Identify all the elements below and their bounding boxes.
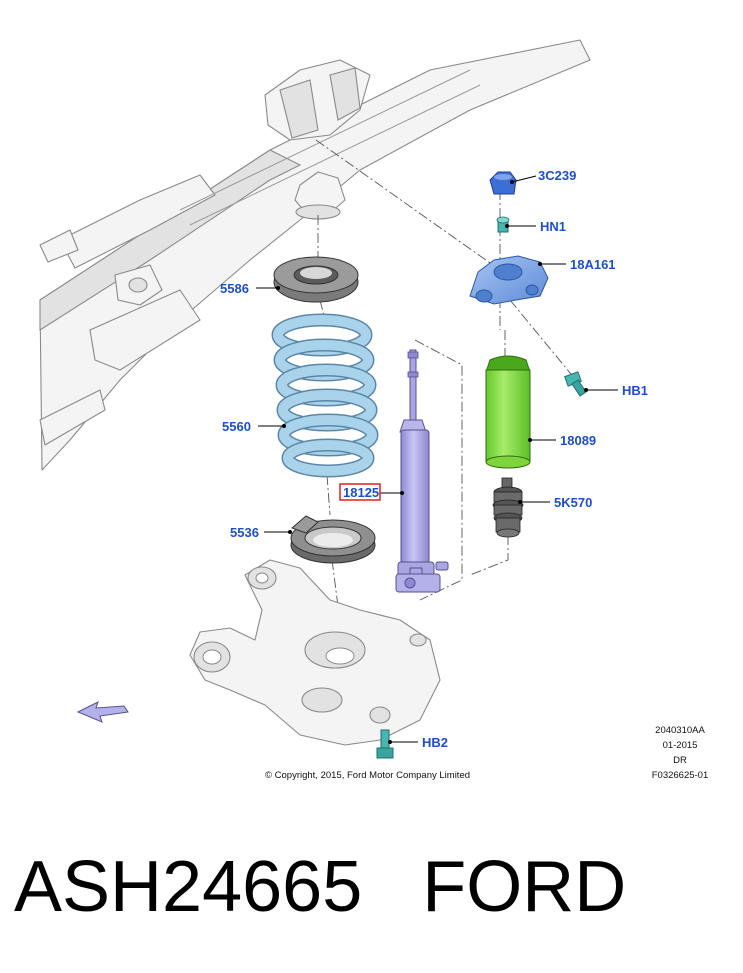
callout-5560[interactable]: 5560 [222,419,251,434]
bolt-HB2 [376,729,394,759]
callout-18089[interactable]: 18089 [560,433,596,448]
exploded-suspension-diagram: 3C239 HN1 18A161 5586 HB1 5560 18089 181… [39,39,709,781]
shock-upper-mount-18A161 [469,255,549,305]
meta-figure: F0326625-01 [652,770,709,781]
jounce-bumper-5K570 [492,477,524,538]
meta-date: 01-2015 [663,740,698,751]
part-number: ASH24665 [14,847,363,927]
drawing-metadata: 2040310AA 01-2015 DR F0326625-01 [652,725,709,781]
rear-knuckle-illustration [189,559,441,746]
shock-absorber-18125 [395,349,449,593]
callout-5K570[interactable]: 5K570 [554,495,592,510]
highlight-box-18125 [339,483,381,501]
vehicle-frame-illustration [39,39,591,471]
bolt-HB1 [564,371,587,397]
callout-5536[interactable]: 5536 [230,525,259,540]
callout-5586[interactable]: 5586 [220,281,249,296]
brand-name: FORD [422,847,627,927]
meta-code: 2040310AA [655,725,705,736]
callout-3C239[interactable]: 3C239 [538,168,576,183]
hex-nut-3C239 [489,171,517,195]
copyright-notice: © Copyright, 2015, Ford Motor Company Li… [265,770,470,781]
callout-HB1[interactable]: HB1 [622,383,648,398]
front-direction-arrow-icon [76,701,129,723]
callout-18125[interactable]: 18125 [343,485,379,500]
callout-HN1[interactable]: HN1 [540,219,566,234]
callout-18A161[interactable]: 18A161 [570,257,616,272]
callout-labels: 3C239 HN1 18A161 5586 HB1 5560 18089 181… [220,168,648,750]
leader-lines [256,175,618,744]
washer-HN1 [496,216,510,233]
meta-side: DR [673,755,687,766]
upper-spring-seat-5586 [273,256,359,303]
coil-spring-5560 [271,313,379,478]
lower-spring-insulator-5536 [290,515,376,564]
part-caption: ASH24665 FORD [14,846,626,928]
callout-HB2[interactable]: HB2 [422,735,448,750]
dust-boot-18089 [485,355,531,469]
